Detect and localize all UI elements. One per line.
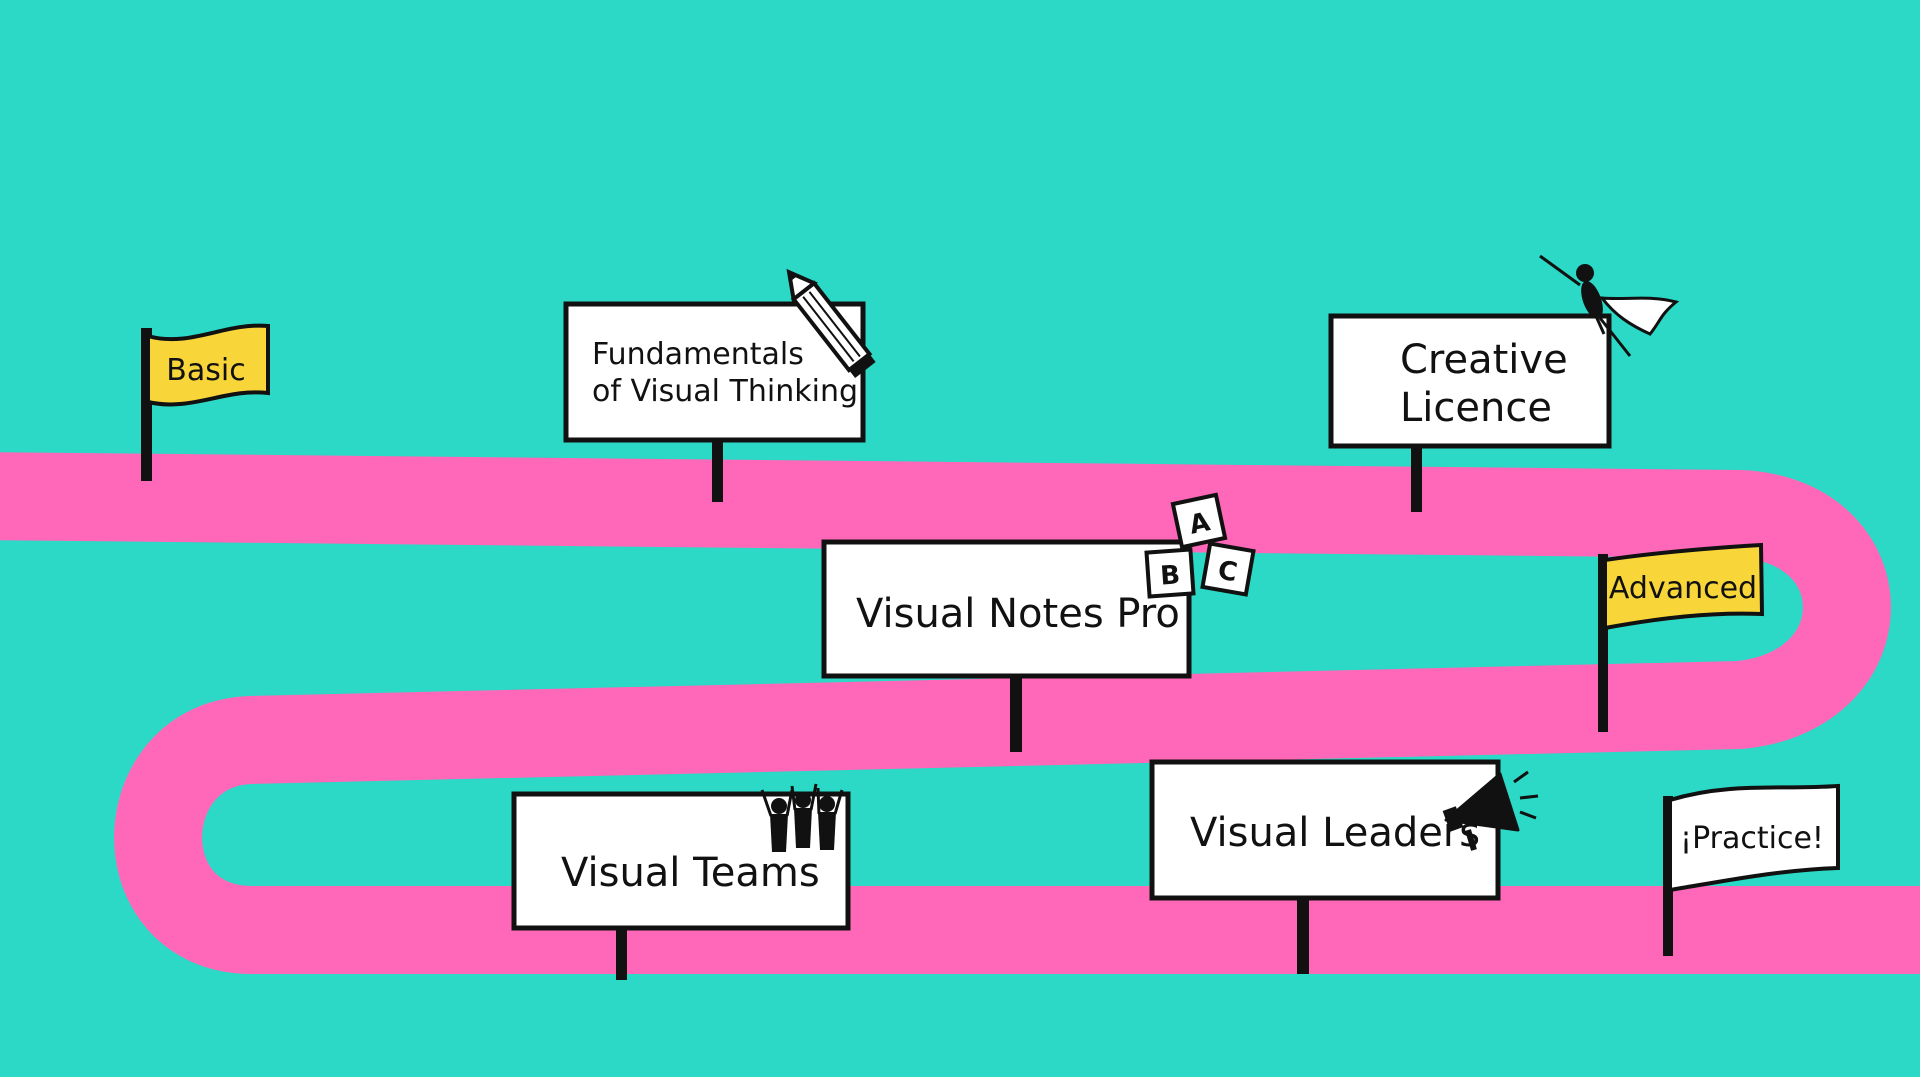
flag-label: Advanced: [1609, 571, 1757, 606]
sign-visual-teams: Visual Teams: [511, 783, 851, 980]
sign-post: [616, 928, 627, 980]
sign-board: [1328, 313, 1612, 449]
sign-fundamentals: Fundamentals of Visual Thinking: [563, 268, 876, 502]
flag-banner: [1603, 542, 1765, 631]
block-c: C: [1200, 541, 1256, 597]
flag-practice: ¡Practice!: [1663, 783, 1840, 956]
sign-board: [1149, 759, 1501, 901]
sign-line-1: Visual Teams: [561, 850, 820, 896]
sign-line-1: Fundamentals: [592, 337, 804, 372]
flag-label: ¡Practice!: [1680, 821, 1824, 856]
megaphone-icon: [1442, 770, 1539, 851]
flag-pole: [141, 328, 152, 481]
sign-line-1: Visual Notes Pro: [856, 591, 1180, 637]
sign-line-1: Visual Leaders: [1190, 810, 1480, 856]
sign-line-2: of Visual Thinking: [592, 374, 858, 409]
sign-post: [1297, 898, 1309, 974]
sign-post: [712, 440, 723, 502]
flag-basic: Basic: [141, 323, 270, 481]
sign-line-1: Creative: [1400, 337, 1568, 383]
cheering-people-icon: [760, 783, 844, 852]
svg-text:B: B: [1159, 560, 1181, 591]
flag-label: Basic: [166, 353, 245, 388]
flag-banner: [1668, 783, 1840, 893]
sign-visual-notes-pro: Visual Notes Pro A B C: [821, 492, 1256, 752]
sign-post: [1411, 446, 1422, 512]
block-a: A: [1170, 492, 1228, 550]
flag-banner: [146, 323, 270, 407]
sign-board: [511, 791, 851, 931]
sign-board: [821, 539, 1192, 679]
sign-line-2: Licence: [1400, 385, 1552, 431]
winding-road: [0, 452, 1920, 974]
abc-blocks-icon: A B C: [1144, 492, 1256, 599]
caped-hero-icon: [1539, 254, 1680, 357]
block-b: B: [1144, 547, 1196, 599]
flag-advanced: Advanced: [1598, 542, 1765, 732]
sign-visual-leaders: Visual Leaders: [1149, 759, 1539, 974]
sign-post: [1010, 676, 1022, 752]
sign-creative-licence: Creative Licence: [1328, 254, 1680, 512]
pencil-icon: [786, 268, 876, 378]
flag-pole: [1598, 554, 1608, 732]
